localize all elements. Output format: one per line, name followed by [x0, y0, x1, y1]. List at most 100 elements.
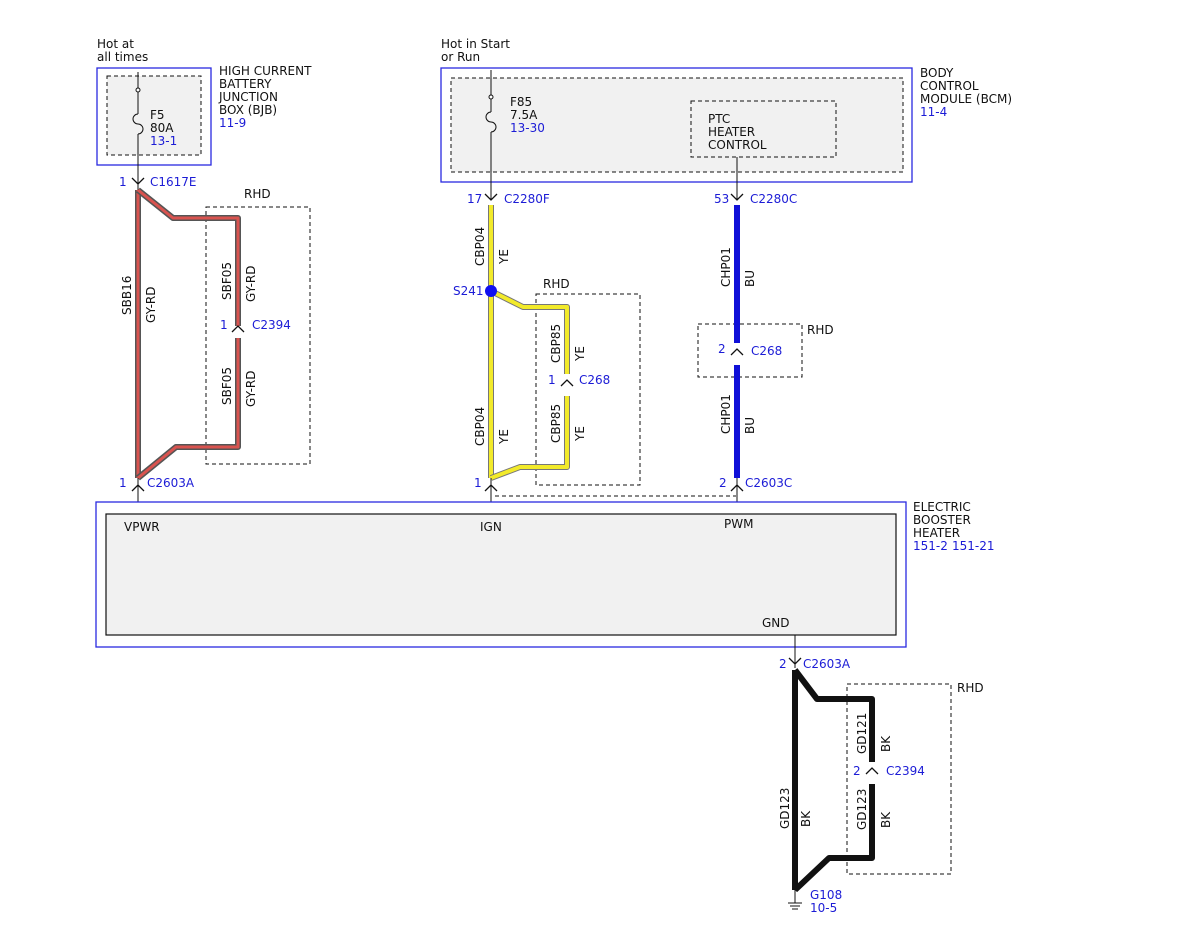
bcm-ref: 11-4 [920, 105, 947, 119]
gnd-wire-gd121-rhd [792, 668, 875, 893]
power-rhd-label: RHD [244, 187, 271, 201]
c2394-power-pin: 1 [220, 318, 228, 332]
gnd-circuit: GD123 [778, 788, 792, 829]
bcm-power-label-line1: Hot in Start [441, 37, 510, 51]
bcm-name-line2: CONTROL [920, 79, 979, 93]
heater-pin-ign: IGN [480, 520, 502, 534]
ign-color-upper: YE [497, 249, 511, 265]
ign-rhd-label: RHD [543, 277, 570, 291]
c2603a-gnd-pin: 2 [779, 657, 787, 671]
power-rhd-circuit-upper: SBF05 [220, 262, 234, 300]
pwm-rhd-box [697, 323, 803, 378]
connector-c2280c-symbol [730, 193, 744, 201]
heater-pin-gnd: GND [762, 616, 790, 630]
ign-circuit-lower: CBP04 [473, 407, 487, 446]
c268-pwm-pin: 2 [718, 342, 726, 356]
pwm-color-lower: BU [743, 417, 757, 434]
gnd-rhd-color-upper: BK [879, 735, 893, 752]
electric-booster-heater [95, 501, 907, 648]
ign-wire-cbp85 [489, 288, 570, 481]
power-main-color: GY-RD [144, 286, 158, 323]
connector-c268-pwm-symbol [730, 348, 744, 356]
bjb-name-line3: JUNCTION [218, 90, 278, 104]
ground-ref: 10-5 [810, 901, 837, 915]
c2394-gnd-label: C2394 [886, 764, 925, 778]
connector-c2280f-symbol [484, 193, 498, 201]
ign-end-pin: 1 [474, 476, 482, 490]
gnd-rhd-label: RHD [957, 681, 984, 695]
bcm-fuse-name: F85 [510, 95, 532, 109]
heater-ref-1: 151-2 [913, 539, 948, 553]
ptc-label-line1: PTC [708, 112, 730, 126]
ptc-label-line2: HEATER [708, 125, 755, 139]
gnd-rhd-color-lower: BK [879, 811, 893, 828]
connector-c1617e-symbol [131, 177, 145, 185]
c2603c-pin: 2 [719, 476, 727, 490]
ptc-label-line3: CONTROL [708, 138, 767, 152]
ign-rhd-box [535, 293, 641, 486]
power-wire-sbf05 [136, 187, 241, 481]
c2280c-label: C2280C [750, 192, 797, 206]
c268-ign-pin: 1 [548, 373, 556, 387]
bcm-fuse-f85 [485, 70, 497, 200]
ptc-heater-control-block [690, 100, 837, 158]
ign-rhd-circuit-upper: CBP85 [549, 324, 563, 363]
ign-color-lower: YE [497, 429, 511, 445]
c2603a-power-pin: 1 [119, 476, 127, 490]
ign-rhd-color-lower: YE [573, 426, 587, 442]
splice-s241 [485, 285, 497, 297]
pwm-rhd-label: RHD [807, 323, 834, 337]
heater-inner [105, 513, 897, 636]
heater-pin-vpwr: VPWR [124, 520, 160, 534]
power-rhd-box [205, 206, 311, 465]
ign-rhd-circuit-lower: CBP85 [549, 404, 563, 443]
c2394-power-label: C2394 [252, 318, 291, 332]
heater-name-line2: BOOSTER [913, 513, 971, 527]
bcm-fuse-ref: 13-30 [510, 121, 545, 135]
bcm-fuse-rating: 7.5A [510, 108, 538, 122]
gnd-rhd-circuit-upper: GD121 [855, 713, 869, 754]
c2280c-pin: 53 [714, 192, 729, 206]
bjb-name-line1: HIGH CURRENT [219, 64, 312, 78]
c268-ign-label: C268 [579, 373, 610, 387]
bjb-ref: 11-9 [219, 116, 246, 130]
connector-c2394-power-symbol [231, 325, 245, 333]
c2603a-gnd-label: C2603A [803, 657, 851, 671]
bjb-fuse-ref: 13-1 [150, 134, 177, 148]
bjb-power-label-line2: all times [97, 50, 148, 64]
bcm-name-line1: BODY [920, 66, 954, 80]
power-rhd-circuit-lower: SBF05 [220, 367, 234, 405]
gnd-rhd-box [846, 683, 952, 875]
gnd-color: BK [799, 810, 813, 827]
pwm-circuit-lower: CHP01 [719, 394, 733, 434]
c2280f-label: C2280F [504, 192, 550, 206]
bjb-fuse-rating: 80A [150, 121, 174, 135]
bcm-power-label-line2: or Run [441, 50, 480, 64]
c2394-gnd-pin: 2 [853, 764, 861, 778]
c1617e-pin: 1 [119, 175, 127, 189]
ground-point-label: G108 [810, 888, 842, 902]
bjb-name-line2: BATTERY [219, 77, 272, 91]
power-rhd-color-lower: GY-RD [244, 370, 258, 407]
connector-c2603a-gnd-symbol [788, 657, 802, 665]
bcm-module [440, 67, 913, 183]
gnd-rhd-circuit-lower: GD123 [855, 789, 869, 830]
c268-pwm-label: C268 [751, 344, 782, 358]
bjb-module [96, 67, 212, 166]
connector-c2394-gnd-symbol [865, 767, 879, 775]
ign-rhd-color-upper: YE [573, 346, 587, 362]
power-main-circuit: SBB16 [120, 276, 134, 315]
ign-circuit-upper: CBP04 [473, 227, 487, 266]
splice-s241-label: S241 [453, 284, 484, 298]
power-rhd-color-upper: GY-RD [244, 265, 258, 302]
ground-symbol-icon [788, 890, 802, 910]
pwm-circuit-upper: CHP01 [719, 247, 733, 287]
c2280f-pin: 17 [467, 192, 482, 206]
heater-name-line3: HEATER [913, 526, 960, 540]
bjb-inner-dashed [106, 75, 202, 156]
bcm-name-line3: MODULE (BCM) [920, 92, 1012, 106]
pwm-color-upper: BU [743, 270, 757, 287]
heater-pin-pwm: PWM [724, 517, 753, 531]
c2603c-label: C2603C [745, 476, 792, 490]
